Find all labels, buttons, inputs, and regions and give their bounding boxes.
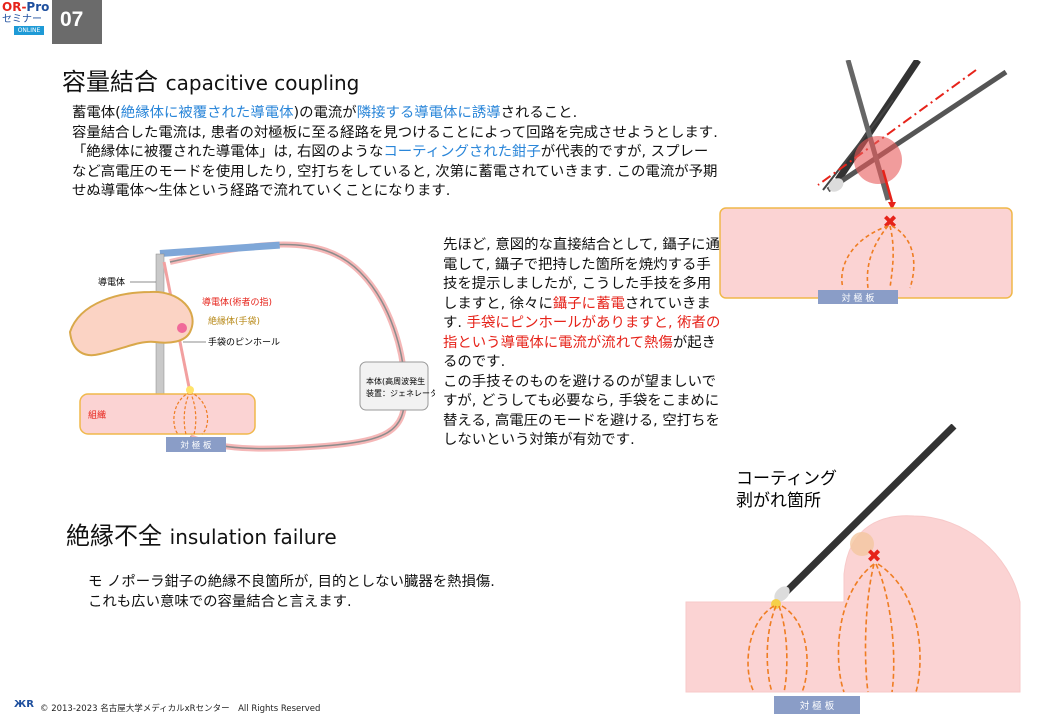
glove-pinhole-diagram: 導電体 導電体(術者の指) 絶縁体(手袋) 手袋のピンホール 組織 対 極 板 …	[68, 241, 435, 452]
section-title-en: capacitive coupling	[165, 71, 360, 95]
section-title-ja: 容量結合	[62, 68, 158, 96]
burn-mark-icon: ✖	[882, 212, 897, 233]
section-title-en-2: insulation failure	[169, 525, 337, 549]
label-coating-line-1: コーティング	[736, 469, 837, 489]
label-tissue: 組織	[88, 409, 106, 421]
label-coating-line-2: 剥がれ箇所	[736, 491, 821, 511]
insulation-line-1: モ ノポーラ鉗子の絶縁不良箇所が, 目的としない臓器を熱損傷.	[88, 574, 495, 590]
label-conductor: 導電体	[98, 276, 125, 288]
section-title-ja-2: 絶縁不全	[66, 522, 162, 550]
section-title-capacitive: 容量結合 capacitive coupling	[62, 68, 359, 97]
coated-forceps-paragraph: 「絶縁体に被覆された導電体」は, 右図のようなコーティングされた鉗子が代表的です…	[72, 144, 718, 199]
circuit-paragraph: 容量結合した電流は, 患者の対極板に至る経路を見つけることによって回路を完成させ…	[72, 124, 718, 141]
seminar-badge: OR-Pro セミナー ONLINE 07	[0, 0, 102, 44]
label-plate: 対 極 板	[181, 440, 212, 451]
capacitive-description: 蓄電体(絶縁体に被覆された導電体)の電流が隣接する導電体に誘導されること. 容量…	[72, 104, 722, 202]
section-title-insulation: 絶縁不全 insulation failure	[66, 522, 337, 551]
label-insulator-glove: 絶縁体(手袋)	[208, 315, 260, 327]
label-plate-bottom: 対 極 板	[800, 700, 835, 712]
or-pro-logo: OR-Pro セミナー ONLINE	[0, 0, 52, 44]
insulation-line-2: これも広い意味での容量結合と言えます.	[88, 593, 352, 610]
pinhole-spark-icon	[177, 323, 187, 333]
generator-line-2: 装置：ジェネレータ)	[366, 388, 435, 398]
definition-line: 蓄電体(絶縁体に被覆された導電体)の電流が隣接する導電体に誘導されること.	[72, 105, 578, 121]
forceps-explanation: 先ほど, 意図的な直接結合として, 鑷子に通電して, 鑷子で把持した箇所を焼灼す…	[443, 237, 721, 448]
label-plate-top: 対 極 板	[842, 292, 875, 304]
coated-forceps-diagram: ✖ 対 極 板	[719, 60, 1013, 304]
insulation-failure-diagram: コーティング 剥がれ箇所 ✖ 対 極 板	[685, 424, 1021, 714]
coupling-zone-icon	[854, 136, 902, 184]
logo-text-seminar: セミナー	[2, 14, 42, 25]
logo-text-or: OR-	[2, 0, 27, 14]
label-pinhole: 手袋のピンホール	[208, 336, 280, 348]
copyright-footer: © 2013-2023 名古屋大学メディカルxRセンター All Rights …	[40, 704, 321, 714]
logo-text-pro: Pro	[26, 0, 50, 14]
logo-text-online: ONLINE	[14, 26, 44, 35]
coating-burn-icon: ✖	[866, 546, 881, 567]
slide-number: 07	[60, 8, 84, 31]
insulation-description: モ ノポーラ鉗子の絶縁不良箇所が, 目的としない臓器を熱損傷. これも広い意味で…	[88, 573, 648, 612]
xr-center-logo: ЖR	[14, 699, 34, 710]
generator-line-1: 本体(高周波発生	[366, 376, 425, 386]
label-operator-finger: 導電体(術者の指)	[202, 296, 272, 308]
